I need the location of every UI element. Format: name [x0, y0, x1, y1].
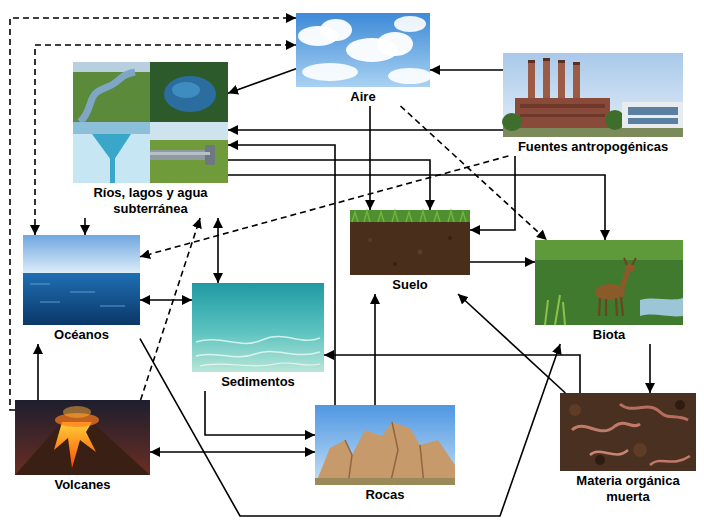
flow-arrow: [228, 129, 503, 131]
flow-arrow: [141, 218, 201, 400]
flow-arrow: [205, 391, 315, 435]
water-picture: [73, 62, 228, 183]
soil-picture: [350, 210, 470, 275]
node-label: Suelo: [350, 275, 470, 294]
sky-picture: [296, 13, 432, 87]
picture-slot: [350, 210, 470, 275]
picture-slot: [296, 13, 430, 87]
image-node: Fuentes antropogénicas: [503, 53, 683, 156]
image-node: Aire: [296, 13, 430, 106]
flow-arrow: [140, 156, 508, 257]
node-label: Volcanes: [15, 475, 150, 494]
picture-slot: [23, 235, 140, 325]
flow-arrow: [84, 218, 86, 235]
flow-arrow: [649, 344, 651, 393]
factory-picture: [502, 53, 683, 137]
image-node: Sedimentos: [192, 283, 324, 391]
node-label: Sedimentos: [192, 372, 324, 391]
node-label: Ríos, lagos y agua subterránea: [73, 183, 228, 218]
node-label: Materia orgánica muerta: [560, 471, 696, 506]
flow-arrow: [228, 160, 430, 210]
image-node: Suelo: [350, 210, 470, 294]
node-label: Fuentes antropogénicas: [503, 137, 683, 156]
flow-arrow: [217, 218, 219, 283]
image-node: Volcanes: [15, 400, 150, 494]
node-label: Biota: [535, 325, 683, 344]
picture-slot: [535, 240, 683, 325]
node-label: Rocas: [315, 485, 455, 504]
image-node: Rocas: [315, 405, 455, 504]
node-label: Aire: [296, 87, 430, 106]
flow-arrow: [10, 18, 296, 410]
compost-picture: [560, 393, 696, 471]
flow-arrow: [458, 294, 565, 393]
image-node: Océanos: [23, 235, 140, 344]
flow-arrow: [35, 45, 296, 235]
picture-slot: [560, 393, 696, 471]
picture-slot: [315, 405, 455, 485]
flow-arrow: [430, 69, 503, 71]
image-node: Biota: [535, 240, 683, 344]
flow-arrow: [140, 339, 560, 516]
flow-arrow: [401, 106, 547, 240]
flow-arrow: [140, 299, 192, 301]
flow-arrow: [150, 451, 315, 453]
volcano-picture: [15, 400, 150, 475]
flow-arrow: [324, 355, 580, 393]
picture-slot: [192, 283, 324, 372]
ocean-picture: [23, 235, 140, 325]
wildlife-picture: [535, 240, 683, 325]
picture-slot: [73, 62, 228, 183]
flow-arrow: [470, 156, 515, 230]
node-label: Océanos: [23, 325, 140, 344]
image-node: Ríos, lagos y agua subterránea: [73, 62, 228, 218]
flow-arrow: [228, 69, 296, 93]
picture-slot: [15, 400, 150, 475]
flow-arrow: [228, 175, 605, 240]
flow-arrow: [369, 106, 371, 210]
seabed-picture: [192, 283, 324, 372]
picture-slot: [503, 53, 683, 137]
flow-arrow: [228, 145, 335, 405]
image-node: Materia orgánica muerta: [560, 393, 696, 506]
flow-arrow: [374, 294, 376, 405]
flow-arrow: [470, 261, 535, 263]
rocks-picture: [315, 405, 455, 485]
flow-arrow: [37, 344, 39, 400]
